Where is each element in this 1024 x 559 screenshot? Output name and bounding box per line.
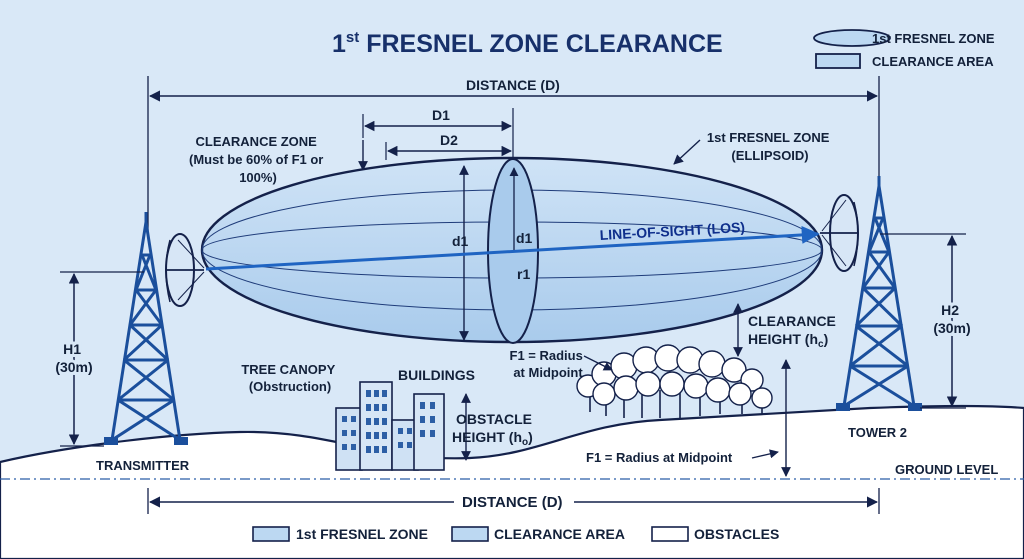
d1-vertical-label: d1 xyxy=(452,233,469,249)
fresnel-ellipsoid-label: 1st FRESNEL ZONE (ELLIPSOID) xyxy=(707,130,833,163)
f1-midpoint-label: F1 = Radius at Midpoint xyxy=(510,348,587,380)
legend-fresnel-swatch xyxy=(813,29,891,47)
distance-bottom-label: DISTANCE (D) xyxy=(462,494,563,511)
h1-label: H1 (30m) xyxy=(55,341,92,375)
f1-lower-leader xyxy=(751,449,779,459)
d1-inner-label: d1 xyxy=(516,230,533,246)
buildings-label: BUILDINGS xyxy=(398,367,475,383)
tower2-dish-icon xyxy=(820,194,859,272)
h2-label: H2 (30m) xyxy=(933,302,970,336)
bottom-legend-obstacles-swatch xyxy=(651,526,689,542)
f1-midpoint-leader xyxy=(583,355,613,371)
transmitter-base-left xyxy=(104,437,118,445)
tower2-base-left xyxy=(836,403,850,411)
buildings-obstacle xyxy=(335,381,445,471)
r1-label: r1 xyxy=(517,266,530,282)
line-of-sight xyxy=(205,225,820,271)
clearance-height-label: CLEARANCE HEIGHT (hc) xyxy=(748,313,840,350)
distance-bottom-label-bg xyxy=(454,491,574,511)
tree-canopy-obstacle xyxy=(576,344,773,418)
clearance-zone-label: CLEARANCE ZONE (Must be 60% of F1 or 100… xyxy=(189,134,327,185)
d2-top-label: D2 xyxy=(440,132,458,148)
page-title: 1st FRESNEL ZONE CLEARANCE xyxy=(332,29,723,58)
ground-level-label: GROUND LEVEL xyxy=(895,462,998,477)
distance-top-label: DISTANCE (D) xyxy=(466,77,560,93)
bottom-legend-clearance-label: CLEARANCE AREA xyxy=(494,526,625,542)
legend-clearance-label: CLEARANCE AREA xyxy=(872,54,994,69)
f1-midpoint-lower-label: F1 = Radius at Midpoint xyxy=(586,450,733,465)
legend-fresnel-label: 1st FRESNEL ZONE xyxy=(872,31,995,46)
bottom-legend-obstacles-label: OBSTACLES xyxy=(694,526,779,542)
legend-clearance-swatch xyxy=(815,53,861,69)
tower2-label: TOWER 2 xyxy=(848,425,907,440)
fresnel-ellipsoid-leader xyxy=(673,139,701,165)
bottom-legend-fresnel-swatch xyxy=(252,526,290,542)
d1-top-label: D1 xyxy=(432,107,450,123)
bottom-legend-clearance-swatch xyxy=(451,526,489,542)
transmitter-base-right xyxy=(174,437,188,445)
obstacle-height-label: OBSTACLE HEIGHT (ho) xyxy=(452,411,536,448)
tower2-base-right xyxy=(908,403,922,411)
tree-canopy-label: TREE CANOPY (Obstruction) xyxy=(241,362,338,394)
bottom-legend-fresnel-label: 1st FRESNEL ZONE xyxy=(296,526,428,542)
tower2-structure xyxy=(842,176,916,408)
transmitter-dish-icon xyxy=(165,233,205,307)
transmitter-label: TRANSMITTER xyxy=(96,458,190,473)
